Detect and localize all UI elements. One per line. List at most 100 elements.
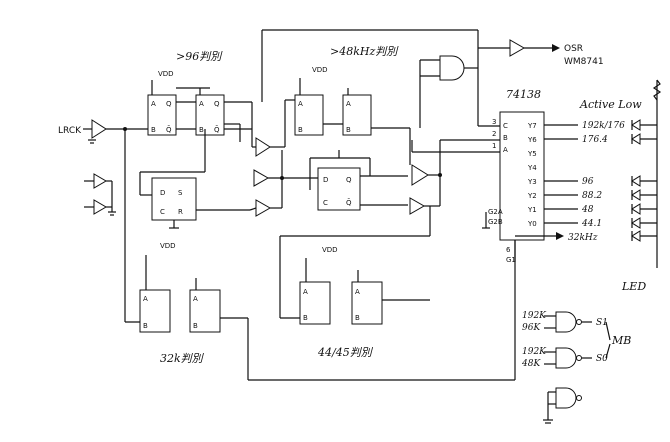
decoder-outputs: Y7 Y6 Y5 Y4 Y3 Y2 Y1 Y0 (527, 122, 537, 228)
output-labels: 192k/176 176.4 96 88.2 48 44.1 (581, 121, 625, 229)
decoder-inputs: C B A 3 2 1 G2A G2B G1 6 (488, 118, 516, 264)
svg-text:Y5: Y5 (527, 150, 537, 158)
mb-gate-1: 192K 96K S1 (522, 311, 608, 333)
svg-text:Y6: Y6 (527, 136, 537, 144)
svg-text:Q: Q (214, 100, 220, 108)
svg-text:Q̄: Q̄ (166, 125, 172, 134)
svg-text:B: B (199, 126, 204, 134)
ff44-b: A B (351, 281, 383, 325)
svg-text:44.1: 44.1 (581, 219, 602, 229)
led-1 (631, 119, 657, 131)
div4445-label: 44/45判別 (317, 346, 374, 359)
sr-latch (151, 177, 197, 221)
svg-text:G2B: G2B (488, 218, 503, 226)
svg-text:C: C (323, 199, 328, 207)
svg-text:176.4: 176.4 (582, 135, 608, 145)
svg-text:D: D (160, 189, 165, 197)
svg-text:Q: Q (166, 100, 172, 108)
svg-text:S1: S1 (596, 318, 608, 328)
svg-text:B: B (298, 126, 303, 134)
led-label: LED (621, 280, 646, 293)
ff32-b: A B (189, 289, 221, 333)
mb-gate-2: 192K 48K S0 (521, 347, 608, 369)
svg-text:2: 2 (492, 130, 496, 138)
buffer-c2 (253, 169, 270, 187)
div32-label: 32k判別 (160, 352, 205, 365)
svg-text:A: A (303, 288, 308, 296)
mb-label: MB (611, 334, 631, 347)
buffer-r2 (409, 197, 426, 215)
svg-text:Q: Q (346, 176, 352, 184)
svg-text:C: C (503, 122, 508, 130)
svg-text:B: B (355, 314, 360, 322)
svg-text:A: A (193, 295, 198, 303)
led-2 (631, 133, 657, 145)
svg-text:A: A (298, 100, 303, 108)
svg-text:B: B (143, 322, 148, 330)
svg-text:B: B (303, 314, 308, 322)
svg-text:D: D (323, 176, 328, 184)
decoder-74138 (499, 111, 545, 241)
svg-text:A: A (346, 100, 351, 108)
svg-text:A: A (199, 100, 204, 108)
svg-text:192k/176: 192k/176 (582, 121, 625, 131)
chip-label: 74138 (506, 88, 541, 101)
svg-text:Q̄: Q̄ (214, 125, 220, 134)
ff32-a: A B (139, 289, 171, 333)
lrck-label: LRCK (58, 126, 82, 136)
svg-text:Q̄: Q̄ (346, 198, 352, 207)
svg-text:192K: 192K (522, 347, 547, 357)
led-column (631, 79, 662, 268)
svg-text:A: A (355, 288, 360, 296)
osr-buffer (509, 39, 526, 57)
vdd-32: VDD (160, 242, 176, 250)
svg-text:Y4: Y4 (527, 164, 537, 172)
led-7 (631, 230, 657, 242)
aux-buffer-1 (93, 173, 107, 189)
led-4 (631, 189, 657, 201)
svg-text:A: A (151, 100, 156, 108)
center-ff (317, 167, 361, 211)
svg-text:R: R (178, 208, 183, 216)
svg-text:G2A: G2A (488, 208, 503, 216)
svg-text:A: A (503, 146, 508, 154)
ff96-b: A B Q Q̄ (195, 94, 225, 136)
svg-text:48K: 48K (521, 359, 541, 369)
vdd-44: VDD (322, 246, 338, 254)
out-32k-label: 32kHz (568, 233, 598, 243)
svg-text:96: 96 (582, 177, 594, 187)
svg-text:G1: G1 (506, 256, 516, 264)
svg-text:192K: 192K (522, 311, 547, 321)
svg-text:S0: S0 (596, 354, 608, 364)
aux-buffer-2 (93, 199, 107, 215)
osr-label: OSR (564, 44, 583, 54)
svg-text:B: B (193, 322, 198, 330)
ff48-b: A B (342, 94, 372, 136)
active-low-label: Active Low (579, 98, 642, 111)
svg-text:S: S (178, 189, 183, 197)
svg-text:Y2: Y2 (527, 192, 537, 200)
ff96-a: A B Q Q̄ (147, 94, 177, 136)
svg-text:B: B (151, 126, 156, 134)
ff48-a: A B (294, 94, 324, 136)
buffer-c3 (255, 199, 272, 217)
svg-text:6: 6 (506, 246, 511, 254)
led-5 (631, 203, 657, 215)
bottom-gate (543, 387, 582, 424)
svg-text:48: 48 (581, 205, 594, 215)
svg-text:B: B (346, 126, 351, 134)
svg-text:B: B (503, 134, 508, 142)
and-gate-top (439, 55, 465, 81)
svg-text:A: A (143, 295, 148, 303)
wm-label: WM8741 (564, 57, 604, 67)
vdd-96: VDD (158, 70, 174, 78)
svg-text:Y3: Y3 (527, 178, 537, 186)
led-6 (631, 217, 657, 229)
svg-text:3: 3 (492, 118, 496, 126)
vdd-48: VDD (312, 66, 328, 74)
svg-text:Y1: Y1 (527, 206, 537, 214)
svg-text:88.2: 88.2 (582, 191, 602, 201)
svg-text:1: 1 (492, 142, 496, 150)
div96-label: >96判別 (176, 50, 223, 63)
